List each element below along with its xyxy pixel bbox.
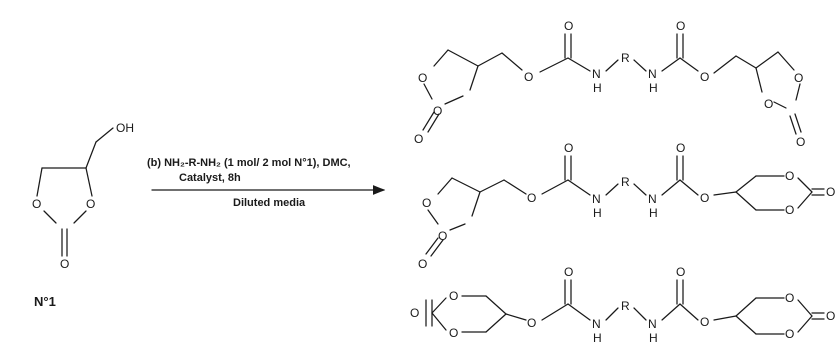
p2-right-ring-oxygen-top: O <box>785 169 794 183</box>
hydroxyl-group: OH <box>116 121 134 135</box>
p1-nitrogen-right: N <box>648 67 657 81</box>
p2-carbonyl-oxygen-right: O <box>676 141 685 155</box>
p2-left-ring-oxygen-bottom: O <box>438 229 447 243</box>
p1-carbonyl-oxygen-right: O <box>676 19 685 33</box>
p3-carbonyl-oxygen-right: O <box>676 265 685 279</box>
p1-r-group: R <box>621 51 630 65</box>
p3-ester-oxygen-right: O <box>700 315 709 329</box>
reactant-carbonyl-oxygen: O <box>60 257 69 271</box>
p2-left-carbonyl-oxygen: O <box>418 257 427 271</box>
p1-ester-oxygen-right: O <box>700 70 709 84</box>
p1-left-ring-oxygen-top: O <box>418 71 427 85</box>
p2-hydrogen-left: H <box>593 206 602 220</box>
p1-right-ring-oxygen-top: O <box>794 71 803 85</box>
product-2-structure <box>425 155 825 257</box>
reactant-ring-oxygen-right: O <box>86 197 95 211</box>
p1-ester-oxygen-left: O <box>524 70 533 84</box>
reactant-structure <box>36 127 114 257</box>
p1-right-carbonyl-oxygen: O <box>796 135 805 149</box>
p1-left-carbonyl-oxygen: O <box>414 132 423 146</box>
product-3-structure <box>425 279 825 335</box>
p3-hydrogen-right: H <box>649 331 658 345</box>
p2-carbonyl-oxygen-left: O <box>564 141 573 155</box>
p2-left-ring-oxygen-top: O <box>422 196 431 210</box>
p3-right-carbonyl-oxygen: O <box>826 309 835 323</box>
p3-right-ring-oxygen-bottom: O <box>785 327 794 341</box>
p2-right-ring-oxygen-bottom: O <box>785 203 794 217</box>
p2-ester-oxygen-left: O <box>527 191 536 205</box>
p2-nitrogen-right: N <box>648 192 657 206</box>
p1-hydrogen-right: H <box>649 81 658 95</box>
p1-nitrogen-left: N <box>592 67 601 81</box>
p2-nitrogen-left: N <box>592 192 601 206</box>
p3-right-ring-oxygen-top: O <box>785 291 794 305</box>
product-1-structure <box>422 33 802 135</box>
p1-right-ring-oxygen-bottom: O <box>764 97 773 111</box>
p2-r-group: R <box>621 175 630 189</box>
p1-hydrogen-left: H <box>593 81 602 95</box>
compound-label: N°1 <box>34 294 56 309</box>
condition-medium: Diluted media <box>233 197 306 209</box>
p3-r-group: R <box>621 299 630 313</box>
condition-catalyst-time: Catalyst, 8h <box>179 172 241 184</box>
p3-hydrogen-left: H <box>593 331 602 345</box>
p2-hydrogen-right: H <box>649 206 658 220</box>
reactant-ring-oxygen-left: O <box>32 197 41 211</box>
p1-carbonyl-oxygen-left: O <box>564 19 573 33</box>
p3-left-ring-oxygen-top: O <box>449 289 458 303</box>
p3-nitrogen-right: N <box>648 317 657 331</box>
p2-ester-oxygen-right: O <box>700 191 709 205</box>
p2-right-carbonyl-oxygen: O <box>826 185 835 199</box>
p3-carbonyl-oxygen-left: O <box>564 265 573 279</box>
p3-left-ring-oxygen-bottom: O <box>449 326 458 340</box>
p3-left-carbonyl-oxygen: O <box>410 306 419 320</box>
p1-left-ring-oxygen-bottom: O <box>433 104 442 118</box>
p3-ester-oxygen-left: O <box>527 316 536 330</box>
condition-reagents: (b) NH₂-R-NH₂ (1 mol/ 2 mol N°1), DMC, <box>147 157 351 169</box>
p3-nitrogen-left: N <box>592 317 601 331</box>
